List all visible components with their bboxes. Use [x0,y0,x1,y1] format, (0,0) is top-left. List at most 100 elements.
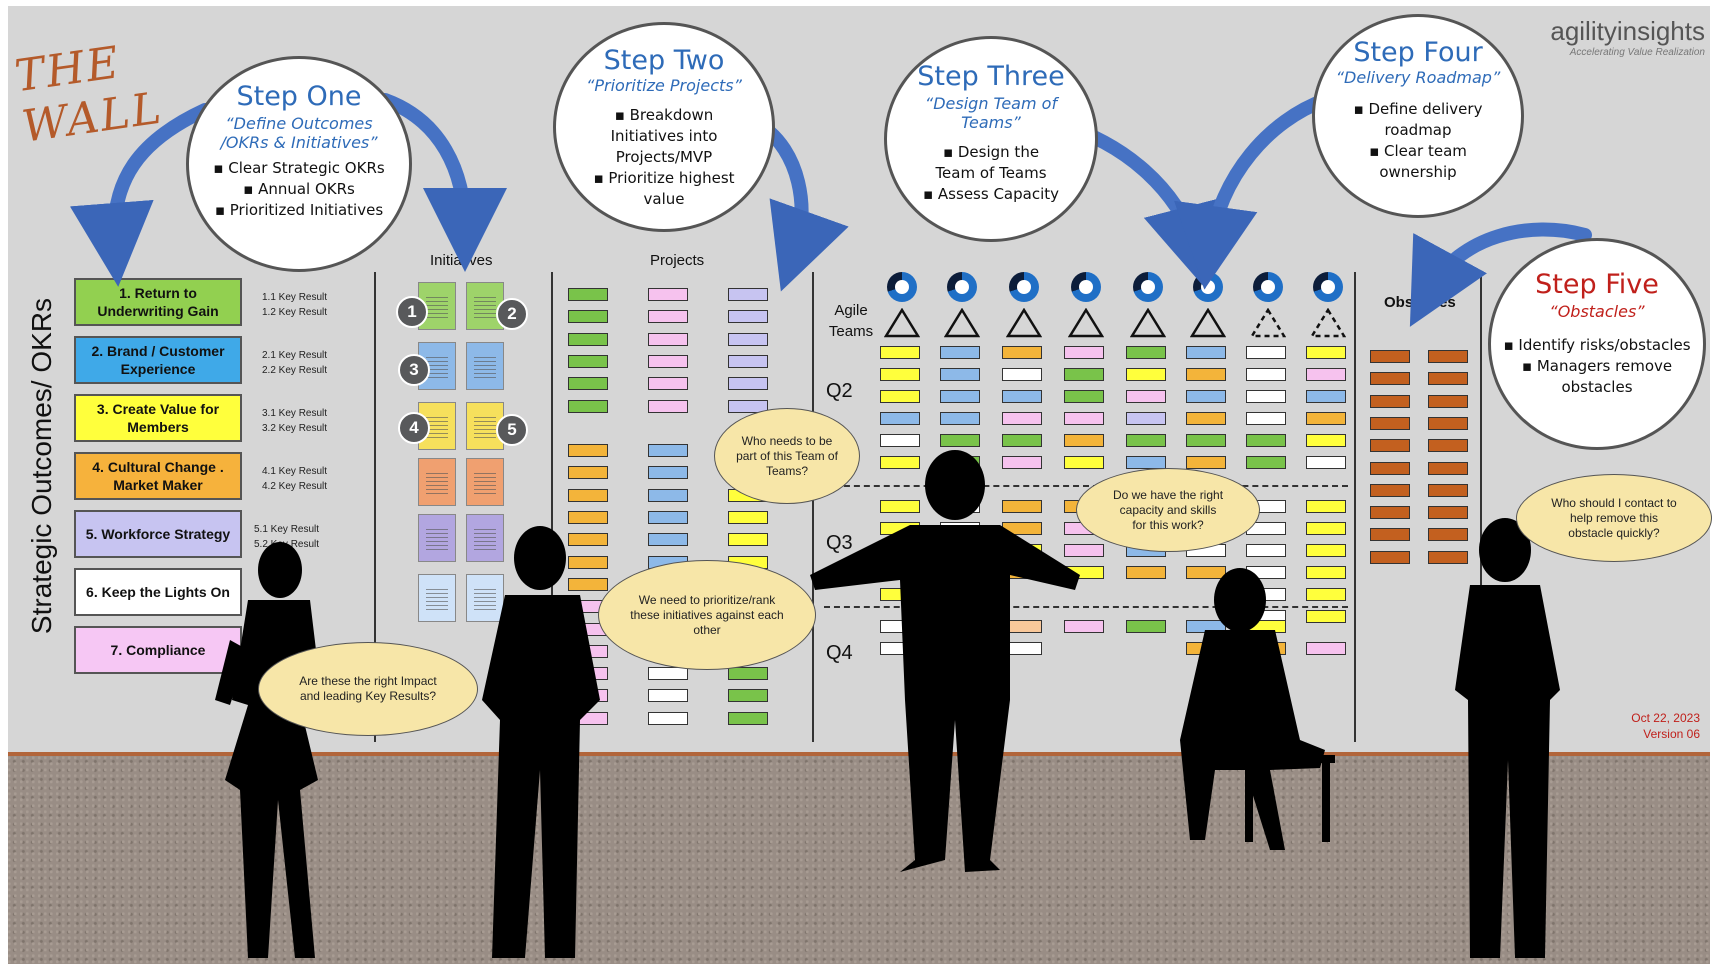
thought-text-prioritize: We need to prioritize/rank these initiat… [630,592,784,637]
footer: Oct 22, 2023 Version 06 [1580,710,1700,742]
arrow-step-one-to-okrs [69,103,212,287]
step-two-title: Step Two [603,45,725,76]
project-sticky [568,310,608,324]
team-sticky [1306,544,1346,557]
step-three-bullet-1-text: Design the Team of Teams [935,143,1047,182]
step-five-subtitle: “Obstacles” [1549,302,1645,321]
brand-tagline: Accelerating Value Realization [1569,47,1705,58]
key-result-3-1: 3.1 Key Result [262,408,328,419]
team-sticky [1306,456,1346,469]
project-sticky [568,533,608,547]
thought-bubble-prioritize: We need to prioritize/rank these initiat… [598,560,816,670]
divider-projects [551,272,553,742]
project-sticky [648,354,688,368]
thought-bubble-capacity: Do we have the right capacity and skills… [1076,468,1260,552]
project-sticky [648,332,688,346]
team-sticky [1306,390,1346,403]
arrow-step-one-to-initiatives [378,93,507,272]
team-sticky [1186,412,1226,425]
step-five-bullet-1: ▪ Identify risks/obstacles [1503,336,1691,354]
arrow-step-four-to-roadmap [1174,93,1332,290]
project-sticky [728,667,768,681]
project-sticky [568,577,608,591]
brand-name: agilityinsights [1550,16,1705,46]
thought-text-obstacle: Who should I contact to help remove this… [1551,495,1677,540]
okr-box-5: 5. Workforce Strategy [74,510,242,558]
team-sticky [1126,566,1166,579]
step-five-bullet-1-text: Identify risks/obstacles [1518,336,1691,354]
step-two-circle: Step Two “Prioritize Projects” ▪ Breakdo… [553,22,775,232]
obstacle-sticky [1428,416,1468,430]
team-sticky [1246,434,1286,447]
team-sticky [1064,390,1104,403]
initiative-card [418,574,456,622]
initiative-card [466,342,504,390]
team-sticky [1064,368,1104,381]
team-sticky [1126,412,1166,425]
project-sticky [648,689,688,703]
thought-bubble-team-of-teams: Who needs to be part of this Team of Tea… [714,408,860,504]
team-sticky [940,368,980,381]
team-sticky [1306,346,1346,359]
projects-label: Projects [650,252,705,269]
team-sticky [1002,456,1042,469]
arrow-step-five-to-obstacles [1409,222,1592,327]
project-sticky [728,310,768,324]
team-sticky [1306,434,1346,447]
team-sticky [880,434,920,447]
key-result-4-1: 4.1 Key Result [262,466,328,477]
project-sticky [728,399,768,413]
obstacle-sticky [1428,372,1468,386]
team-sticky [1246,456,1286,469]
initiative-card [466,574,504,622]
agile-team-icon [1190,308,1226,338]
step-four-bullet-1-text: Define delivery roadmap [1368,100,1483,139]
step-three-circle: Step Three “Design Team of Teams” ▪ Desi… [884,36,1098,242]
project-sticky [648,288,688,301]
team-sticky [1002,368,1042,381]
key-result-1-2: 1.2 Key Result [262,307,328,318]
team-sticky [1126,346,1166,359]
team-sticky [940,390,980,403]
team-sticky [1126,390,1166,403]
project-sticky [728,533,768,547]
project-sticky [648,466,688,480]
okr-box-3: 3. Create Value for Members [74,394,242,442]
step-five-bullet-2-text: Managers remove obstacles [1536,357,1673,396]
agile-team-icon [944,308,980,338]
step-two-subtitle: “Prioritize Projects” [586,76,742,95]
agile-team-icon [1068,308,1104,338]
woman-sitting-silhouette [1180,568,1335,850]
project-sticky [648,711,688,725]
quarter-q4: Q4 [826,642,853,664]
team-sticky [1064,456,1104,469]
obstacle-sticky [1370,506,1410,520]
initiative-number-4: 4 [398,412,430,444]
step-four-circle: Step Four “Delivery Roadmap” ▪ Define de… [1312,14,1524,218]
agile-team-icon [1250,308,1286,338]
team-capacity-donut [1009,272,1039,302]
step-one-bullet-1-text: Clear Strategic OKRs [228,159,385,177]
team-sticky [1064,544,1104,557]
key-result-2-1: 2.1 Key Result [262,350,328,361]
project-sticky [568,377,608,391]
team-sticky [1126,434,1166,447]
team-sticky [1064,434,1104,447]
obstacle-sticky [1428,350,1468,363]
team-sticky [1186,390,1226,403]
team-sticky [1306,500,1346,513]
key-result-1-1: 1.1 Key Result [262,292,328,303]
divider-initiatives [374,272,376,742]
team-capacity-donut [1313,272,1343,302]
step-two-bullet-2: ▪ Prioritize highest value [593,169,735,208]
team-sticky [880,346,920,359]
team-sticky [1002,390,1042,403]
step-one-bullet-2: ▪ Annual OKRs [243,180,355,198]
step-four-bullet-2: ▪ Clear team ownership [1369,142,1467,181]
team-sticky [1186,368,1226,381]
project-sticky [568,511,608,524]
team-sticky [1306,642,1346,655]
key-result-4-2: 4.2 Key Result [262,481,328,492]
obstacle-sticky [1370,394,1410,408]
team-sticky [1064,620,1104,633]
